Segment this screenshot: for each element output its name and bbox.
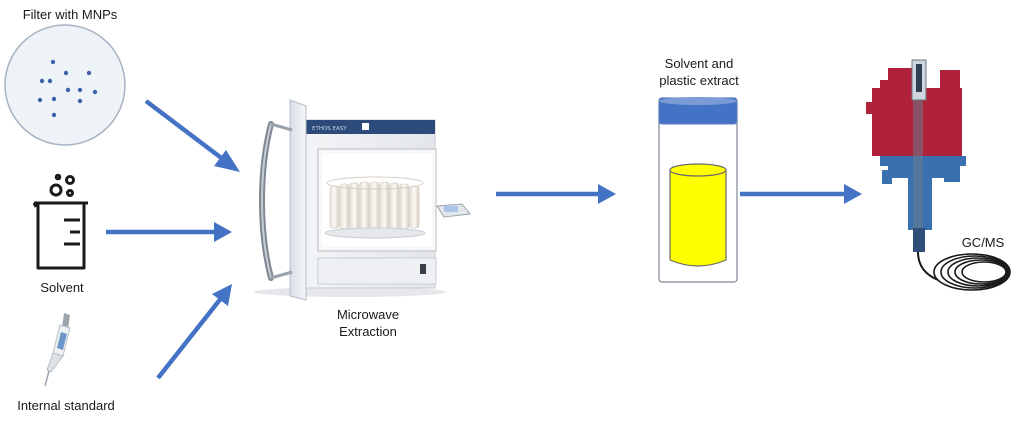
extract-liquid	[669, 163, 727, 267]
filter-icon	[4, 24, 126, 146]
label-microwave-line2: Extraction	[339, 324, 397, 339]
arrow-vial-to-gcms	[740, 184, 862, 204]
gcms-instrument-icon	[866, 59, 1011, 291]
pipette-icon	[44, 313, 71, 387]
rotor-vessels	[324, 176, 426, 239]
label-solvent-and-plastic-extract: Solvent and plastic extract	[644, 55, 754, 89]
arrow-standard-to-oven	[156, 284, 232, 380]
capillary-coil	[933, 253, 1011, 291]
arrow-filter-to-oven	[144, 99, 240, 172]
label-gcms: GC/MS	[961, 235, 1005, 250]
microwave-oven-icon: ETHOS EASY	[254, 99, 471, 301]
label-solvent: Solvent	[40, 280, 84, 295]
beaker-icon	[32, 173, 88, 270]
arrow-solvent-to-oven	[106, 222, 232, 242]
flow-arrows	[106, 99, 862, 380]
vial-icon	[658, 97, 738, 283]
label-filter-with-mnps: Filter with MNPs	[22, 7, 118, 22]
label-microwave-line1: Microwave	[336, 307, 400, 322]
label-internal-standard: Internal standard	[17, 398, 115, 413]
label-extract-line1: Solvent and	[664, 56, 734, 71]
label-extract-line2: plastic extract	[659, 73, 739, 88]
oven-brand-label: ETHOS EASY	[312, 126, 347, 132]
label-microwave-extraction: Microwave Extraction	[316, 306, 420, 340]
arrow-oven-to-vial	[496, 184, 616, 204]
microplastic-particles	[37, 59, 98, 118]
